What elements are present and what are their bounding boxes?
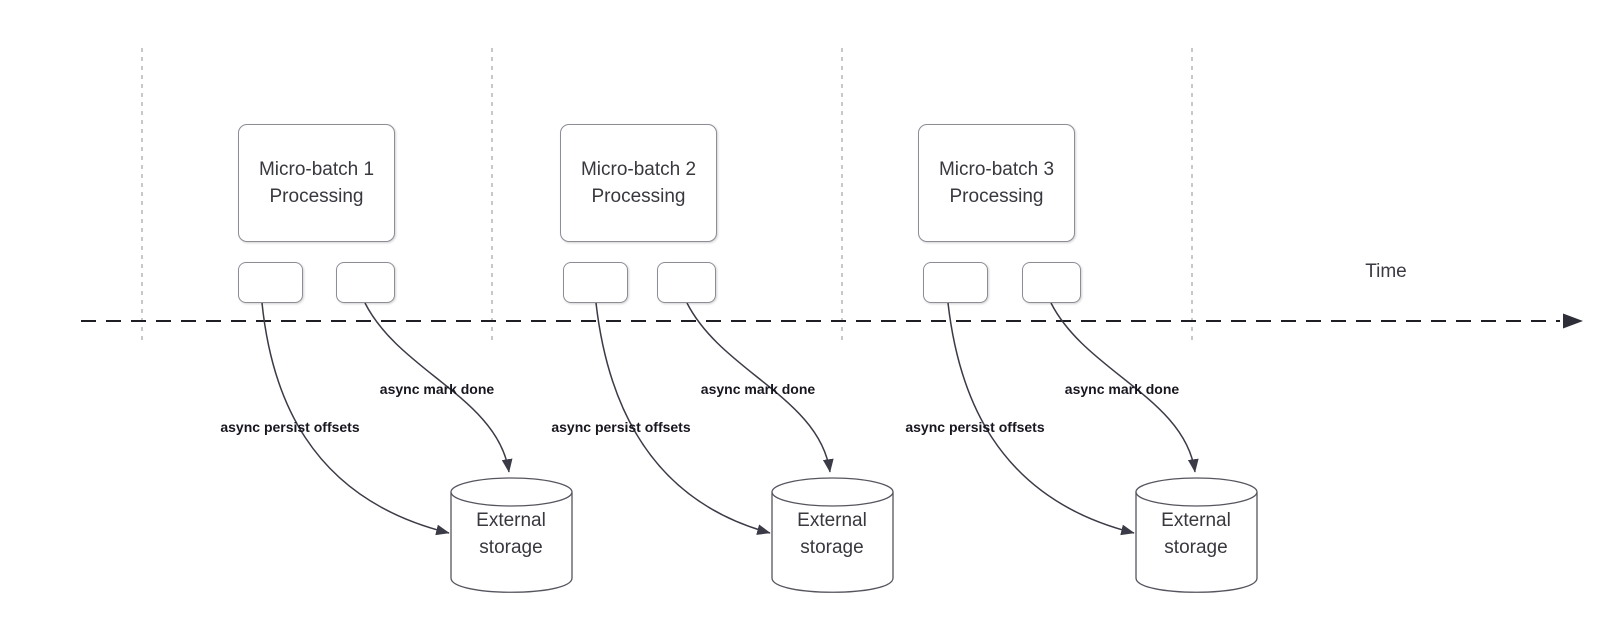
- mark-done-arrow-3: [1050, 302, 1199, 473]
- external-storage-label-2-line1: External: [797, 510, 867, 531]
- external-storage-label-3: External storage: [1161, 507, 1231, 561]
- micro-batch-1-box: Micro-batch 1 Processing: [238, 124, 395, 242]
- micro-batch-3-label-line2: Processing: [949, 186, 1044, 207]
- external-storage-cylinder-1-top: [450, 477, 573, 507]
- time-guide-lines: [141, 48, 1193, 342]
- micro-batch-1-label-line2: Processing: [269, 186, 364, 207]
- mark-done-task-box-2: [657, 262, 716, 303]
- external-storage-cylinder-2-top: [771, 477, 894, 507]
- micro-batch-2-box: Micro-batch 2 Processing: [560, 124, 717, 242]
- mark-done-task-box-1: [336, 262, 395, 303]
- mark-done-arrow-2: [686, 302, 834, 473]
- persist-offsets-arrow-1: [261, 302, 450, 536]
- external-storage-label-1: External storage: [476, 507, 546, 561]
- mark-done-label-3: async mark done: [1064, 381, 1180, 397]
- micro-batch-2-label-line2: Processing: [591, 186, 686, 207]
- external-storage-cylinder-2: [771, 492, 894, 593]
- external-storage-cylinder-3-top: [1135, 477, 1258, 507]
- persist-offsets-arrow-3: [947, 302, 1135, 536]
- mark-done-label-1: async mark done: [379, 381, 495, 397]
- mark-done-task-box-3: [1022, 262, 1081, 303]
- micro-batch-3-box: Micro-batch 3 Processing: [918, 124, 1075, 242]
- external-storage-label-3-line2: storage: [1164, 537, 1228, 558]
- micro-batch-2-label-line1: Micro-batch 2: [580, 159, 697, 180]
- persist-offsets-label-1: async persist offsets: [220, 419, 360, 435]
- time-axis-arrowhead-icon: [1563, 313, 1583, 329]
- external-storage-label-3-line1: External: [1161, 510, 1231, 531]
- mark-done-label-2: async mark done: [700, 381, 816, 397]
- persist-offsets-label-2: async persist offsets: [551, 419, 691, 435]
- persist-offsets-task-box-2: [563, 262, 628, 303]
- external-storage-cylinder-3: [1135, 492, 1258, 593]
- micro-batch-1-label-line1: Micro-batch 1: [258, 159, 375, 180]
- micro-batch-3-label-line1: Micro-batch 3: [938, 159, 1055, 180]
- persist-offsets-label-3: async persist offsets: [905, 419, 1045, 435]
- persist-offsets-arrow-2: [595, 302, 771, 535]
- external-storage-label-2-line2: storage: [800, 537, 864, 558]
- persist-offsets-task-box-1: [238, 262, 303, 303]
- mark-done-arrow-1: [364, 302, 513, 473]
- persist-offsets-task-box-3: [923, 262, 988, 303]
- external-storage-label-1-line2: storage: [479, 537, 543, 558]
- external-storage-label-1-line1: External: [476, 510, 546, 531]
- time-axis-label: Time: [1365, 261, 1407, 282]
- external-storage-cylinder-1: [450, 492, 573, 593]
- external-storage-label-2: External storage: [797, 507, 867, 561]
